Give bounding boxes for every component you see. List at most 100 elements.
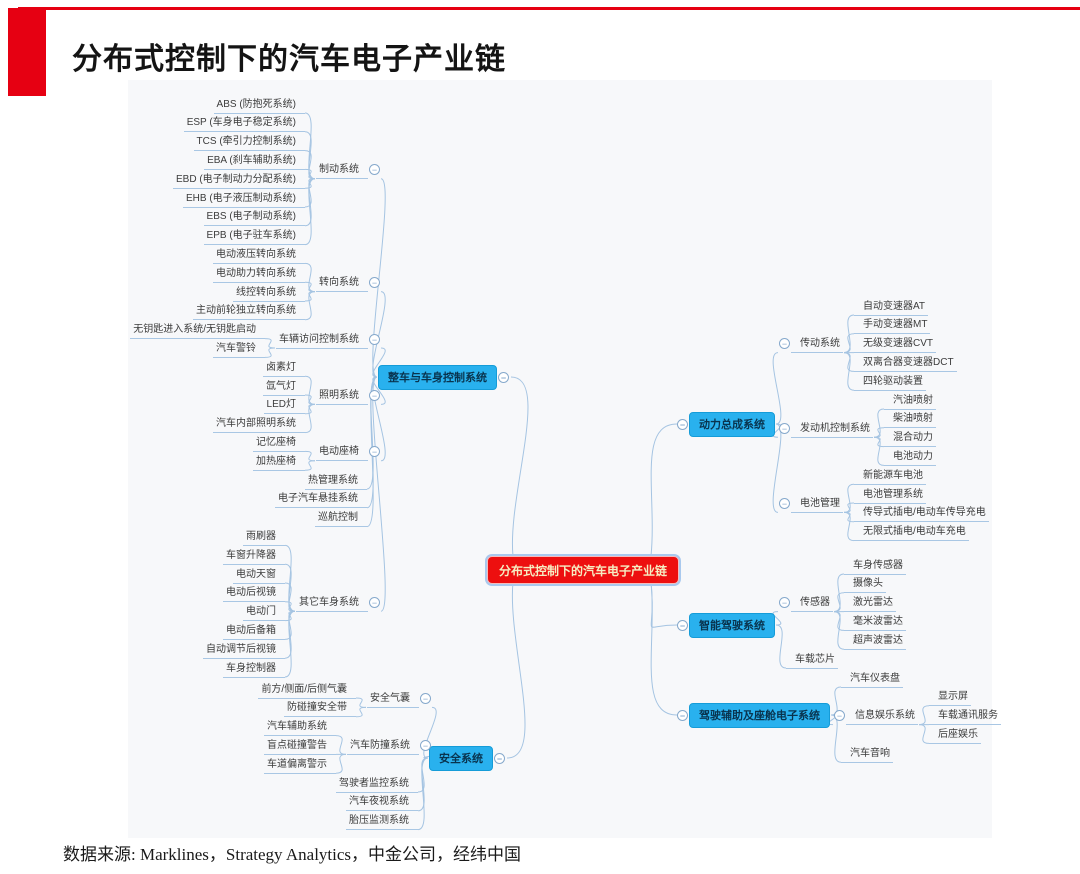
collapse-icon[interactable]: −: [369, 389, 380, 401]
collapse-icon[interactable]: −: [779, 338, 790, 350]
mindmap-topic-node[interactable]: 双离合器变速器DCT: [854, 353, 957, 372]
mindmap-topic-node[interactable]: EBA (刹车辅助系统): [204, 151, 305, 170]
mindmap-topic-node[interactable]: 电池动力: [884, 447, 936, 466]
mindmap-topic-node[interactable]: 汽车音响: [841, 744, 893, 763]
mindmap-topic-node[interactable]: EPB (电子驻车系统): [203, 227, 305, 246]
mindmap-topic-node[interactable]: 安全气囊−: [367, 689, 432, 708]
mindmap-topic-node[interactable]: 车载通讯服务: [929, 707, 1001, 726]
mindmap-topic-node[interactable]: −电池管理: [778, 494, 843, 513]
mindmap-topic-node[interactable]: 电动后备箱: [223, 621, 285, 640]
mindmap-topic-node[interactable]: 电动座椅−: [316, 443, 381, 462]
mindmap-topic-node[interactable]: 混合动力: [884, 429, 936, 448]
mindmap-topic-node[interactable]: 加热座椅: [253, 452, 305, 471]
mindmap-topic-node[interactable]: 无级变速器CVT: [854, 335, 936, 354]
mindmap-topic-node[interactable]: EBD (电子制动力分配系统): [173, 170, 305, 189]
mindmap-topic-node[interactable]: 照明系统−: [316, 386, 381, 405]
mindmap-topic-node[interactable]: 车身控制器: [223, 659, 285, 678]
mindmap-topic-node[interactable]: 汽车仪表盘: [841, 669, 903, 688]
mindmap-topic-node[interactable]: 线控转向系统: [233, 283, 305, 302]
mindmap-topic-node[interactable]: 电池管理系统: [854, 485, 926, 504]
mindmap-topic-node[interactable]: 自动调节后视镜: [203, 640, 285, 659]
mindmap-topic-node[interactable]: 毫米波雷达: [844, 612, 906, 631]
mindmap-topic-node[interactable]: 氙气灯: [263, 377, 305, 396]
mindmap-topic-node[interactable]: 显示屏: [929, 688, 971, 707]
mindmap-center-node[interactable]: 分布式控制下的汽车电子产业链: [487, 556, 679, 584]
mindmap-topic-node[interactable]: 汽车夜视系统: [346, 793, 418, 812]
collapse-icon[interactable]: −: [779, 422, 790, 434]
mindmap-topic-node[interactable]: 无限式插电/电动车充电: [854, 523, 969, 542]
collapse-icon[interactable]: −: [834, 710, 845, 722]
mindmap-topic-node[interactable]: 传导式插电/电动车传导充电: [854, 504, 989, 523]
mindmap-topic-node[interactable]: 主动前轮独立转向系统: [193, 302, 305, 321]
mindmap-branch-node[interactable]: −驾驶辅助及座舱电子系统: [676, 702, 830, 728]
collapse-icon[interactable]: −: [677, 619, 688, 631]
collapse-icon[interactable]: −: [677, 709, 688, 721]
mindmap-topic-node[interactable]: 汽车内部照明系统: [213, 415, 305, 434]
mindmap-topic-node[interactable]: 电动天窗: [233, 565, 285, 584]
mindmap-topic-node[interactable]: 前方/侧面/后侧气囊: [258, 680, 356, 699]
collapse-icon[interactable]: −: [420, 739, 431, 751]
mindmap-topic-node[interactable]: ABS (防抱死系统): [213, 95, 305, 114]
mindmap-topic-node[interactable]: 手动变速器MT: [854, 316, 931, 335]
collapse-icon[interactable]: −: [369, 164, 380, 176]
mindmap-topic-node[interactable]: 后座娱乐: [929, 725, 981, 744]
mindmap-topic-node[interactable]: 新能源车电池: [854, 466, 926, 485]
collapse-icon[interactable]: −: [369, 446, 380, 458]
mindmap-topic-node[interactable]: 电子汽车悬挂系统: [275, 490, 367, 509]
collapse-icon[interactable]: −: [369, 333, 380, 345]
mindmap-topic-node[interactable]: 汽油喷射: [884, 391, 936, 410]
mindmap-topic-node[interactable]: 巡航控制: [315, 509, 367, 528]
collapse-icon[interactable]: −: [420, 692, 431, 704]
mindmap-topic-node[interactable]: 卤素灯: [263, 358, 305, 377]
mindmap-topic-node[interactable]: 转向系统−: [316, 274, 381, 293]
mindmap-topic-node[interactable]: 四轮驱动装置: [854, 372, 926, 391]
mindmap-topic-node[interactable]: 车身传感器: [844, 556, 906, 575]
collapse-icon[interactable]: −: [677, 418, 688, 430]
mindmap-topic-node[interactable]: 电动后视镜: [223, 584, 285, 603]
mindmap-topic-node[interactable]: 汽车警铃: [213, 339, 265, 358]
mindmap-branch-node[interactable]: −动力总成系统: [676, 411, 775, 437]
mindmap-topic-node[interactable]: 胎压监测系统: [346, 812, 418, 831]
mindmap-branch-node[interactable]: 安全系统−: [429, 745, 506, 771]
collapse-icon[interactable]: −: [498, 371, 509, 383]
mindmap-topic-node[interactable]: 汽车防撞系统−: [347, 736, 432, 755]
collapse-icon[interactable]: −: [779, 497, 790, 509]
collapse-icon[interactable]: −: [369, 277, 380, 289]
mindmap-topic-node[interactable]: −传动系统: [778, 335, 843, 354]
mindmap-topic-node[interactable]: 防碰撞安全带: [284, 699, 356, 718]
mindmap-topic-node[interactable]: 车窗升降器: [223, 546, 285, 565]
mindmap-topic-node[interactable]: −传感器: [778, 594, 833, 613]
mindmap-topic-node[interactable]: 车载芯片: [786, 650, 838, 669]
mindmap-topic-node[interactable]: TCS (牵引力控制系统): [193, 133, 305, 152]
mindmap-topic-node[interactable]: 摄像头: [844, 575, 886, 594]
mindmap-branch-node[interactable]: 整车与车身控制系统−: [378, 364, 510, 390]
mindmap-branch-node[interactable]: −智能驾驶系统: [676, 612, 775, 638]
mindmap-topic-node[interactable]: 自动变速器AT: [854, 297, 929, 316]
mindmap-topic-node[interactable]: LED灯: [263, 396, 305, 415]
mindmap-topic-node[interactable]: 电动液压转向系统: [213, 245, 305, 264]
mindmap-topic-node[interactable]: EHB (电子液压制动系统): [183, 189, 305, 208]
collapse-icon[interactable]: −: [779, 597, 790, 609]
mindmap-topic-node[interactable]: −信息娱乐系统: [833, 707, 918, 726]
mindmap-topic-node[interactable]: 车辆访问控制系统−: [276, 330, 381, 349]
mindmap-topic-node[interactable]: EBS (电子制动系统): [203, 208, 305, 227]
mindmap-topic-node[interactable]: ESP (车身电子稳定系统): [183, 114, 305, 133]
collapse-icon[interactable]: −: [494, 752, 505, 764]
mindmap-topic-node[interactable]: 制动系统−: [316, 161, 381, 180]
mindmap-topic-node[interactable]: 激光雷达: [844, 594, 896, 613]
mindmap-topic-node[interactable]: 记忆座椅: [253, 433, 305, 452]
mindmap-topic-node[interactable]: 盲点碰撞警告: [264, 736, 336, 755]
mindmap-topic-node[interactable]: 电动门: [243, 603, 285, 622]
mindmap-topic-node[interactable]: 汽车辅助系统: [264, 718, 336, 737]
mindmap-topic-node[interactable]: 驾驶者监控系统: [336, 774, 418, 793]
collapse-icon[interactable]: −: [369, 596, 380, 608]
mindmap-topic-node[interactable]: 柴油喷射: [884, 410, 936, 429]
mindmap-topic-node[interactable]: −发动机控制系统: [778, 419, 873, 438]
mindmap-topic-node[interactable]: 雨刷器: [243, 527, 285, 546]
mindmap-topic-node[interactable]: 车道偏离警示: [264, 755, 336, 774]
mindmap-topic-node[interactable]: 其它车身系统−: [296, 593, 381, 612]
mindmap-topic-node[interactable]: 电动助力转向系统: [213, 264, 305, 283]
mindmap-topic-node[interactable]: 无钥匙进入系统/无钥匙启动: [130, 321, 265, 340]
mindmap-topic-node[interactable]: 热管理系统: [305, 471, 367, 490]
mindmap-topic-node[interactable]: 超声波雷达: [844, 631, 906, 650]
